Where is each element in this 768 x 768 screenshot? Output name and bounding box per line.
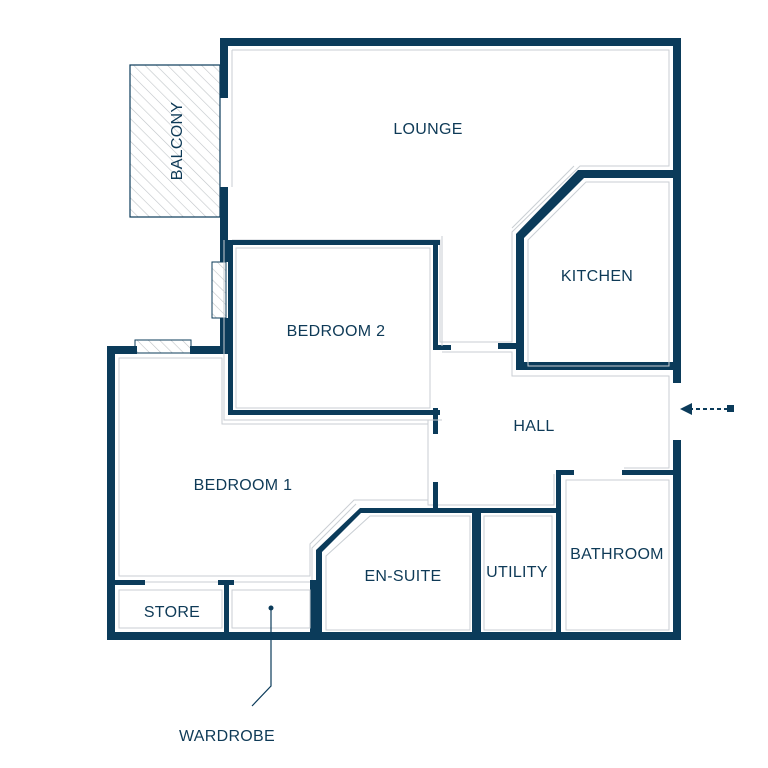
room-label-hall: HALL — [513, 418, 554, 435]
room-label-lounge: LOUNGE — [393, 121, 462, 138]
room-label-store: STORE — [144, 604, 200, 621]
room-label-bathroom: BATHROOM — [570, 546, 664, 563]
inner-walls — [115, 49, 681, 632]
room-label-wardrobe: WARDROBE — [179, 728, 275, 745]
room-label-utility: UTILITY — [486, 564, 548, 581]
room-label-kitchen: KITCHEN — [561, 268, 633, 285]
dashed-arrow-left-icon — [680, 403, 734, 415]
room-label-bedroom2: BEDROOM 2 — [287, 323, 386, 340]
balcony-area — [129, 64, 221, 218]
window-bedroom1 — [134, 339, 192, 354]
room-label-bedroom1: BEDROOM 1 — [194, 477, 293, 494]
room-label-balcony: BALCONY — [169, 102, 186, 181]
window-bedroom2 — [211, 261, 227, 319]
wardrobe-leader — [251, 605, 274, 707]
outer-walls — [107, 38, 681, 640]
room-label-ensuite: EN-SUITE — [364, 568, 441, 585]
